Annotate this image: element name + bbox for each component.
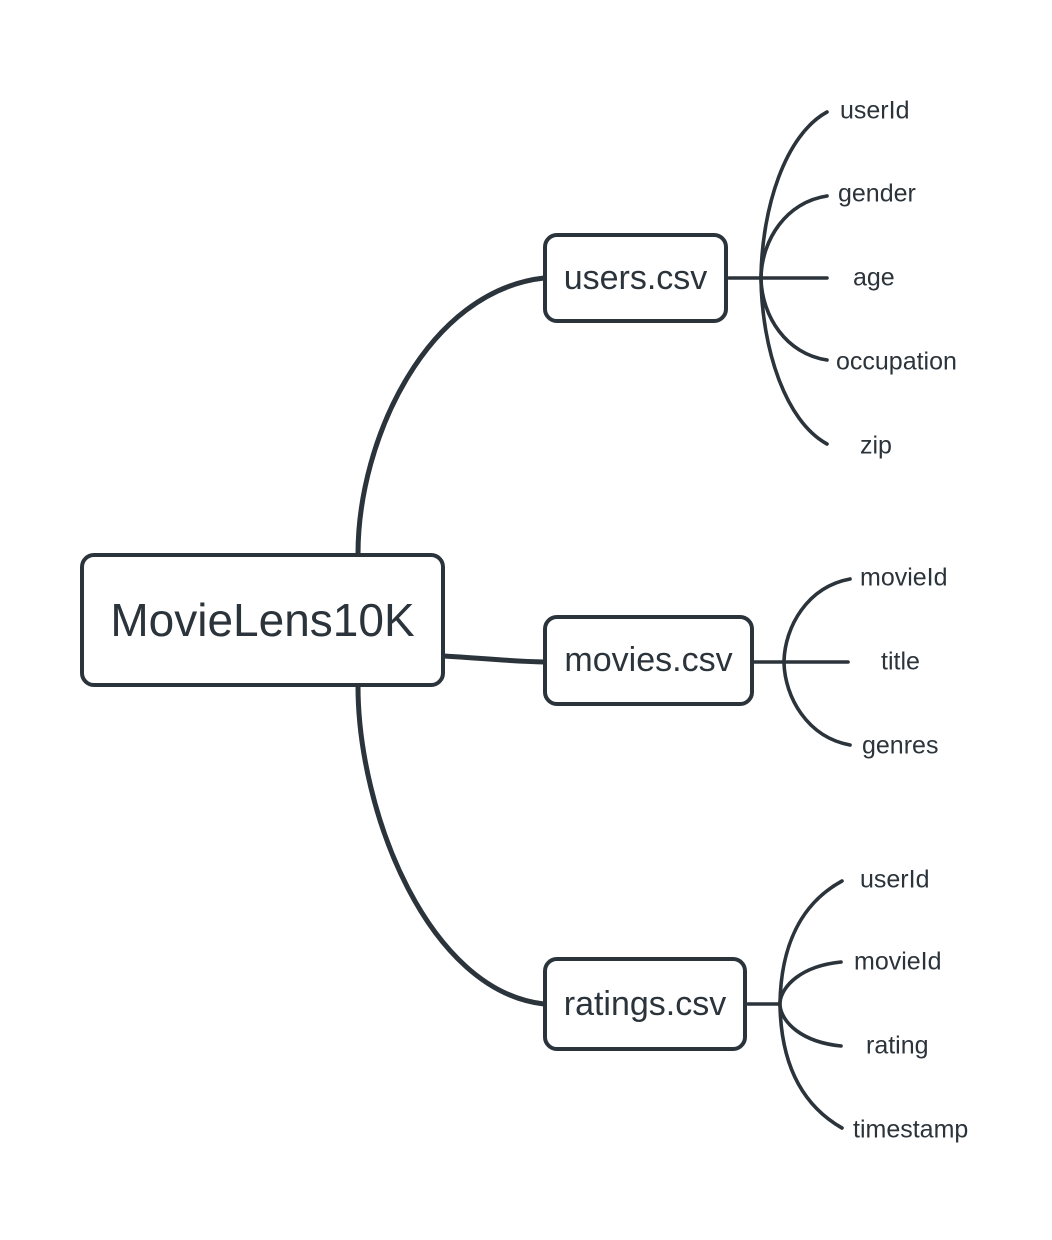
leaf-users-gender[interactable]: gender (838, 179, 916, 208)
edge-ratings-userid (778, 879, 844, 1005)
edge-users-gender (759, 194, 829, 279)
edge-users-zip (759, 277, 829, 446)
leaf-users-zip[interactable]: zip (860, 431, 892, 460)
edge-ratings-rating (778, 1004, 843, 1048)
leaf-users-occupation[interactable]: occupation (836, 347, 957, 376)
edge-movies-genres (782, 661, 852, 747)
leaf-movies-movieid[interactable]: movieId (860, 563, 948, 592)
node-root-label: MovieLens10K (110, 594, 415, 646)
leaf-ratings-rating[interactable]: rating (866, 1031, 929, 1060)
edge-root-users (355, 275, 547, 557)
leaf-ratings-timestamp[interactable]: timestamp (853, 1115, 969, 1144)
leaf-movies-title[interactable]: title (881, 647, 920, 676)
node-users-csv[interactable]: users.csv (543, 233, 728, 323)
edge-users-userid (759, 110, 829, 279)
node-movies-csv[interactable]: movies.csv (543, 615, 754, 706)
node-movies-label: movies.csv (564, 641, 733, 679)
edge-ratings-movieid (778, 960, 843, 1004)
edge-root-movies (441, 653, 547, 665)
edge-movies-movieid (782, 577, 852, 663)
leaf-ratings-userid[interactable]: userId (860, 865, 930, 894)
leaf-users-userid[interactable]: userId (840, 96, 910, 125)
node-ratings-csv[interactable]: ratings.csv (543, 957, 747, 1051)
edge-ratings-timestamp (778, 1003, 844, 1130)
node-ratings-label: ratings.csv (563, 984, 727, 1023)
leaf-movies-genres[interactable]: genres (862, 731, 939, 760)
leaf-users-age[interactable]: age (853, 263, 895, 292)
edge-root-ratings (355, 683, 547, 1007)
node-users-label: users.csv (563, 258, 708, 297)
leaf-ratings-movieid[interactable]: movieId (854, 947, 942, 976)
node-movielens10k[interactable]: MovieLens10K (80, 553, 445, 687)
